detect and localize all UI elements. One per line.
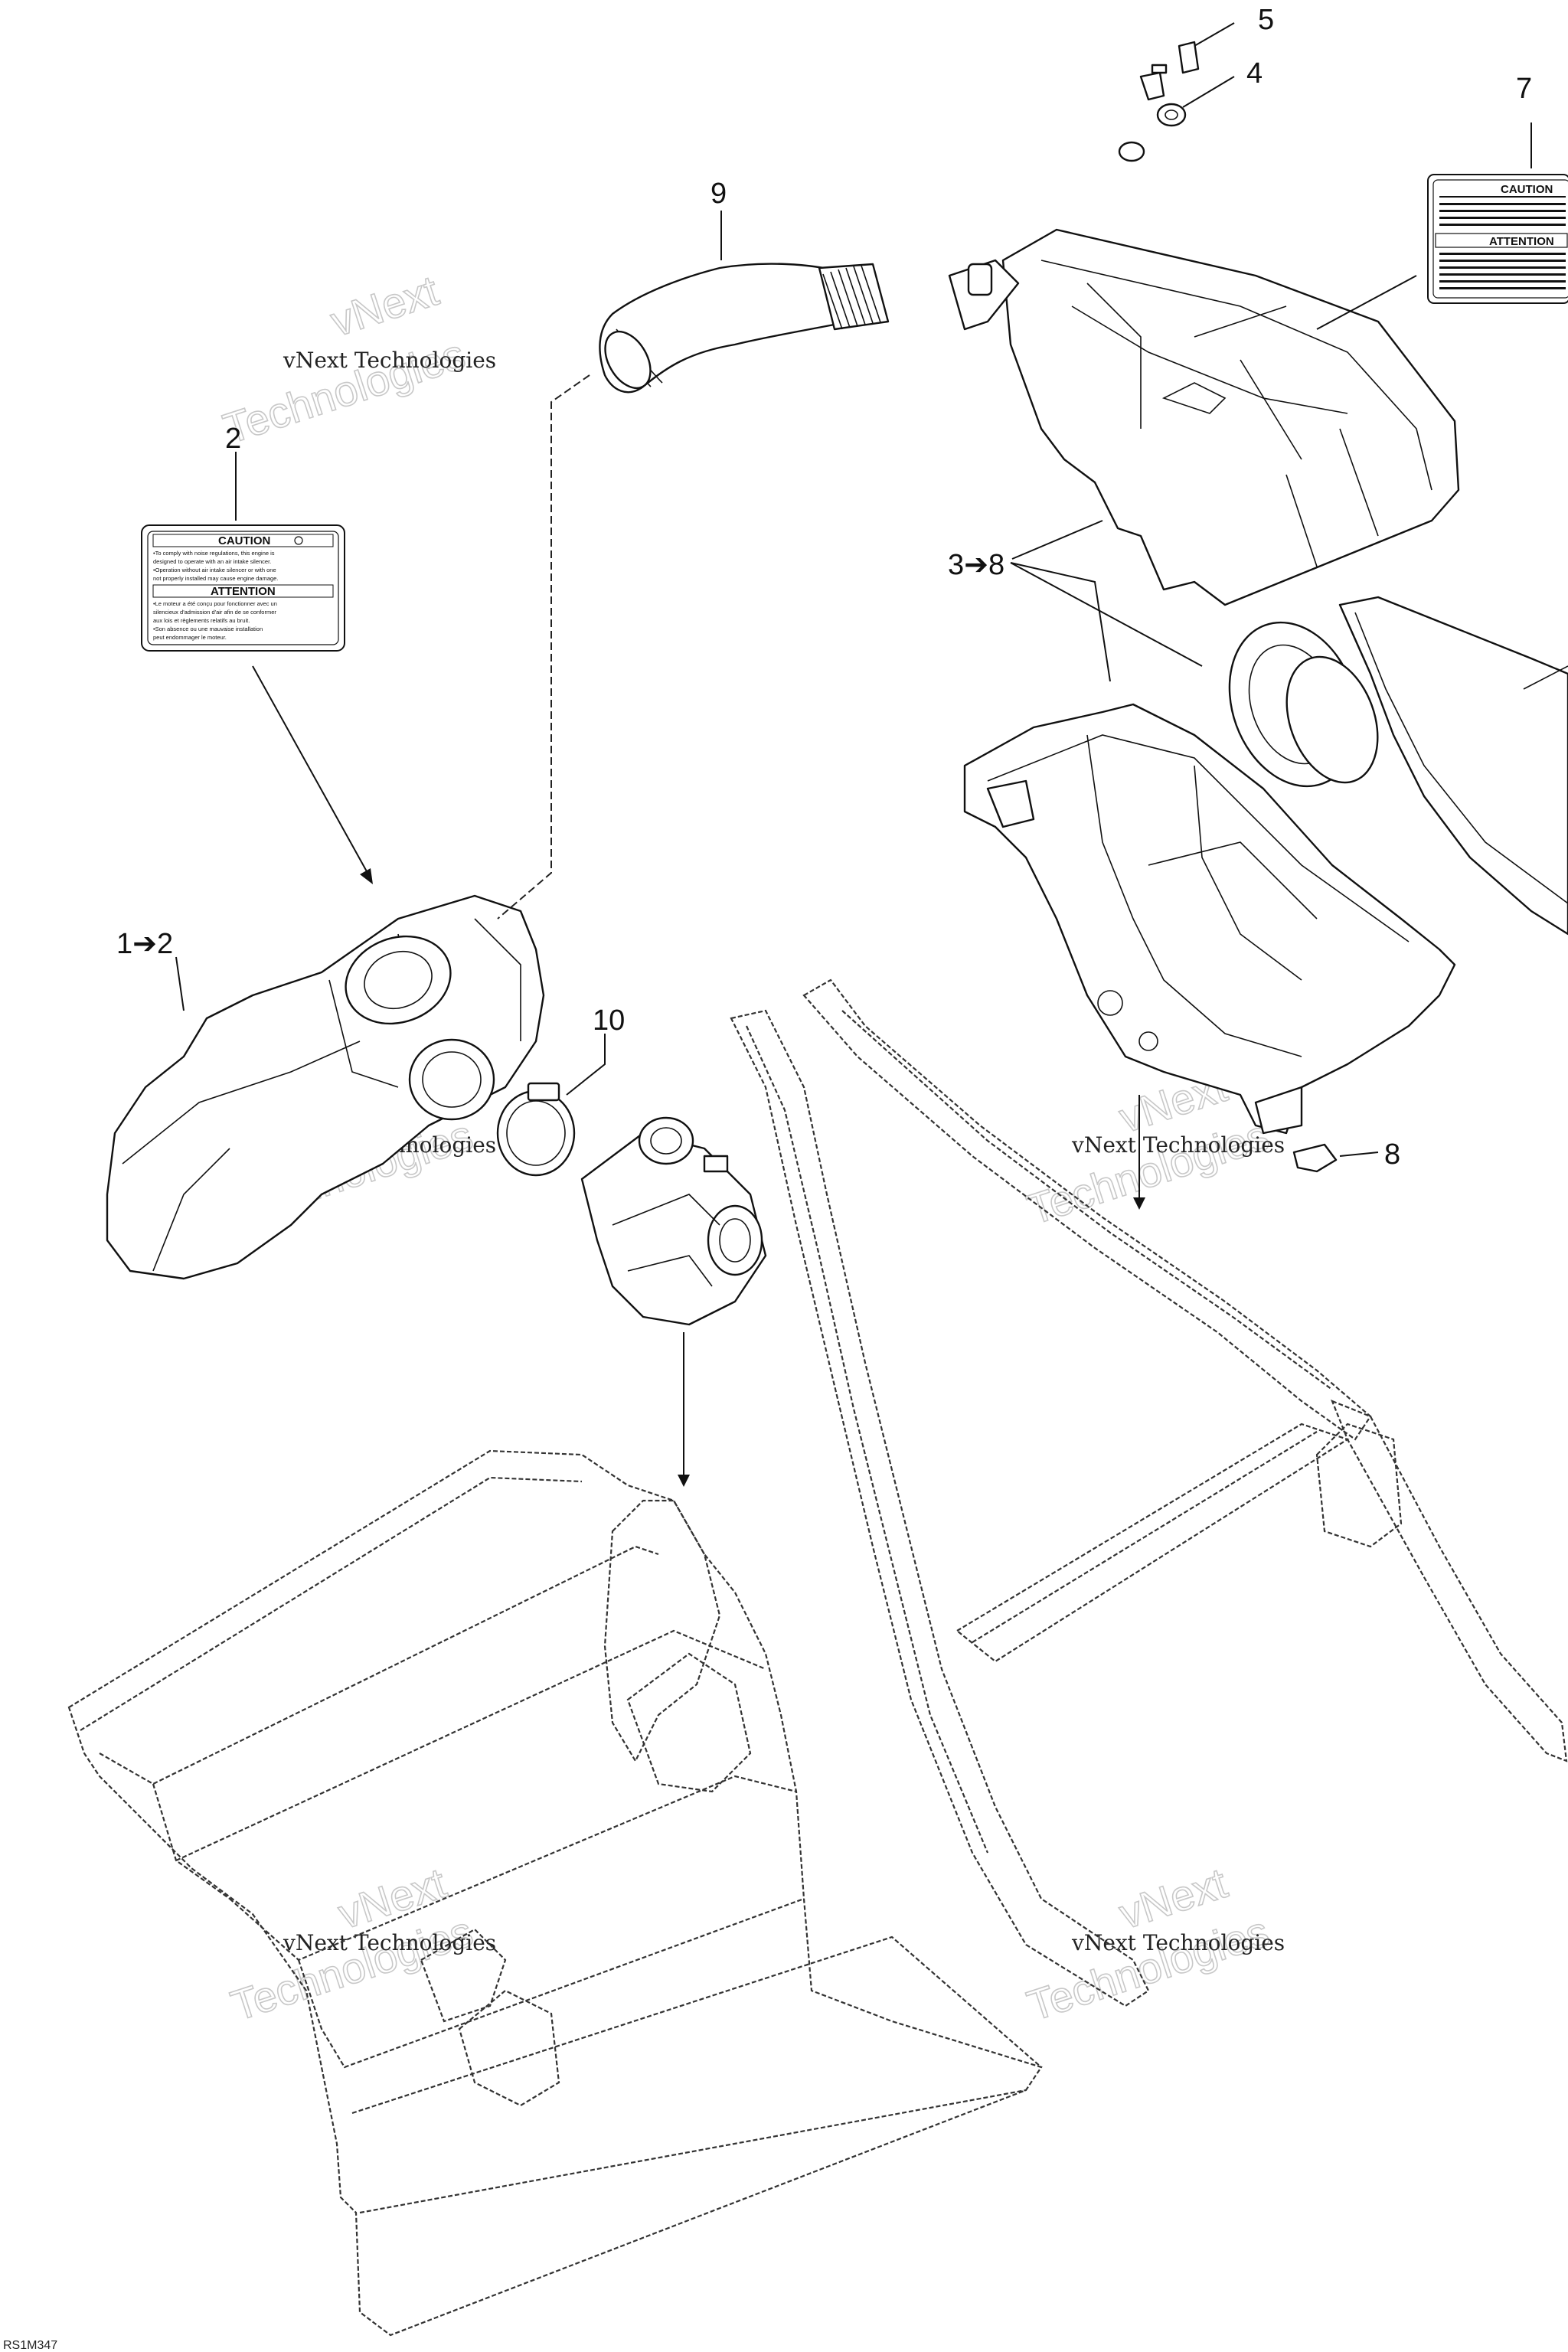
- intake-hose-part-9: [599, 263, 890, 394]
- svg-text:CAUTION: CAUTION: [1501, 183, 1553, 196]
- svg-text:not properly installed may cau: not properly installed may cause engine …: [153, 575, 278, 582]
- callout-2: 2: [225, 423, 241, 455]
- svg-text:CAUTION: CAUTION: [218, 534, 270, 547]
- callout-1-2: 1➔2: [116, 928, 173, 960]
- vehicle-frame-phantom: [67, 978, 1568, 2337]
- svg-text:silencieux d'admission d'air a: silencieux d'admission d'air afin de se …: [153, 609, 276, 616]
- watermark-bottom-left: Technologies vNext vNext Technologies: [224, 1857, 496, 2030]
- svg-text:vNext Technologies: vNext Technologies: [283, 348, 496, 373]
- clip-part-8: [1292, 1143, 1338, 1173]
- callout-3-8: 3➔8: [948, 549, 1004, 581]
- svg-text:aux lois et règlements relatif: aux lois et règlements relatifs au bruit…: [153, 617, 250, 624]
- svg-text:ATTENTION: ATTENTION: [211, 585, 276, 598]
- callout-5: 5: [1258, 4, 1274, 36]
- clamp-part-10: [496, 1082, 576, 1177]
- leader-lines: [175, 22, 1532, 1487]
- callout-10: 10: [593, 1004, 625, 1037]
- svg-text:peut endommager le moteur.: peut endommager le moteur.: [153, 634, 227, 641]
- grommet-part-4: [1118, 103, 1187, 162]
- air-box-cover-part-7: [948, 228, 1460, 606]
- svg-text:•Son absence ou une mauvaise i: •Son absence ou une mauvaise installatio…: [153, 626, 263, 632]
- air-box-base-part-3: [963, 703, 1456, 1135]
- watermark-top-left: Technologies vNext vNext Technologies: [217, 265, 496, 453]
- svg-text:designed to operate with an ai: designed to operate with an air intake s…: [153, 558, 271, 565]
- figure-reference: RS1M347: [3, 2339, 57, 2352]
- svg-text:vNext Technologies: vNext Technologies: [1071, 1132, 1285, 1158]
- callout-8: 8: [1384, 1138, 1400, 1171]
- callout-9: 9: [710, 178, 727, 210]
- svg-text:vNext: vNext: [325, 266, 444, 345]
- warning-decal-part-2: CAUTION •To comply with noise regulation…: [141, 524, 345, 652]
- watermark-bottom-right: Technologies vNext vNext Technologies: [1021, 1857, 1285, 2030]
- intake-duct-right: [1338, 596, 1568, 936]
- callout-7: 7: [1516, 73, 1532, 105]
- svg-text:ATTENTION: ATTENTION: [1489, 235, 1554, 248]
- carburetor: [580, 1116, 767, 1326]
- svg-text:•Le moteur a été conçu pour fo: •Le moteur a été conçu pour fonctionner …: [153, 600, 277, 607]
- callout-4: 4: [1246, 57, 1263, 90]
- svg-text:vNext Technologies: vNext Technologies: [1071, 1930, 1285, 1955]
- air-intake-silencer-part-1: [106, 894, 545, 1280]
- svg-text:vNext Technologies: vNext Technologies: [283, 1930, 496, 1955]
- fitting-part-5: [1139, 41, 1200, 101]
- air-box-boot: [1228, 621, 1379, 788]
- svg-text:•Operation without air intake: •Operation without air intake silencer o…: [153, 567, 276, 573]
- svg-text:•To comply with noise regulati: •To comply with noise regulations, this …: [153, 550, 275, 557]
- warning-decal-part-7: CAUTION ATTENTION: [1427, 174, 1568, 304]
